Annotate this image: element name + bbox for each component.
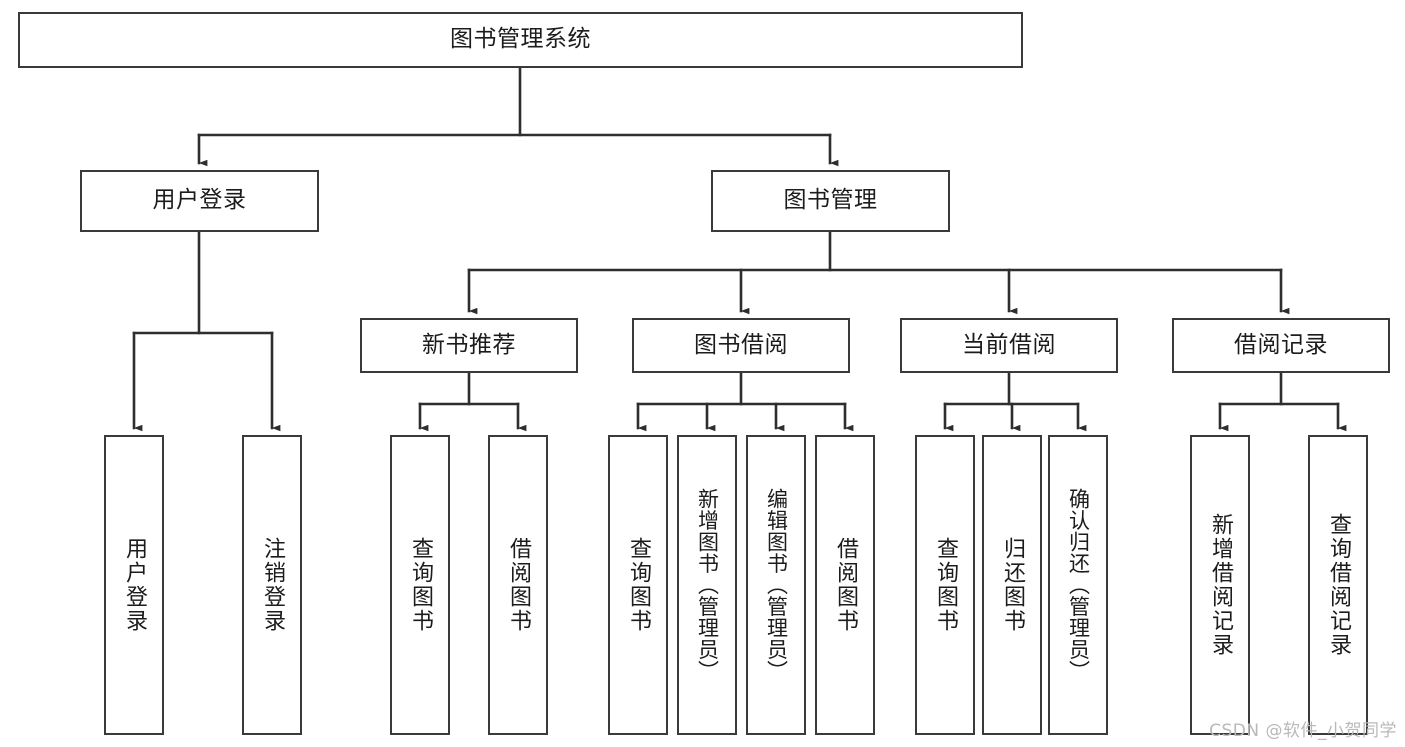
- node-label: 确认归还（管理员）: [1066, 488, 1091, 682]
- leaf-current-confirm-return-admin[interactable]: 确认归还（管理员）: [1048, 435, 1108, 735]
- node-label: 编辑图书（管理员）: [764, 488, 789, 682]
- leaf-logout-login[interactable]: 注销登录: [242, 435, 302, 735]
- node-new-book-recommend[interactable]: 新书推荐: [360, 318, 578, 373]
- node-label: 新书推荐: [422, 331, 516, 358]
- node-label: 用户登录: [152, 187, 247, 214]
- node-label: 新增借阅记录: [1208, 513, 1233, 657]
- leaf-current-query-book[interactable]: 查询图书: [915, 435, 975, 735]
- node-label: 查询图书: [408, 537, 433, 633]
- node-label: 借阅图书: [833, 537, 858, 633]
- node-label: 图书管理: [783, 187, 878, 214]
- leaf-record-add-record[interactable]: 新增借阅记录: [1190, 435, 1250, 735]
- node-label: 查询图书: [933, 537, 958, 633]
- node-label: 查询图书: [626, 537, 651, 633]
- leaf-borrow-add-book-admin[interactable]: 新增图书（管理员）: [677, 435, 737, 735]
- node-label: 借阅图书: [506, 537, 531, 633]
- node-current-borrow[interactable]: 当前借阅: [900, 318, 1118, 373]
- node-label: 查询借阅记录: [1326, 513, 1351, 657]
- csdn-watermark: CSDN @软件_小贺同学: [1209, 721, 1397, 741]
- node-label: 注销登录: [260, 537, 285, 633]
- node-label: 新增图书（管理员）: [695, 488, 720, 682]
- leaf-borrow-query-book[interactable]: 查询图书: [608, 435, 668, 735]
- node-label: 用户登录: [122, 537, 147, 633]
- leaf-newbook-borrow-book[interactable]: 借阅图书: [488, 435, 548, 735]
- node-user-login[interactable]: 用户登录: [80, 170, 319, 232]
- node-label: 图书管理系统: [450, 26, 591, 53]
- leaf-user-login[interactable]: 用户登录: [104, 435, 164, 735]
- node-borrow-record[interactable]: 借阅记录: [1172, 318, 1390, 373]
- node-label: 借阅记录: [1234, 331, 1328, 358]
- node-label: 归还图书: [1000, 537, 1025, 633]
- node-book-management[interactable]: 图书管理: [711, 170, 950, 232]
- node-label: 图书借阅: [694, 331, 788, 358]
- node-root-system[interactable]: 图书管理系统: [18, 12, 1023, 68]
- node-book-borrow[interactable]: 图书借阅: [632, 318, 850, 373]
- node-label: 当前借阅: [962, 331, 1056, 358]
- leaf-borrow-edit-book-admin[interactable]: 编辑图书（管理员）: [746, 435, 806, 735]
- leaf-borrow-borrow-book[interactable]: 借阅图书: [815, 435, 875, 735]
- leaf-newbook-query-book[interactable]: 查询图书: [390, 435, 450, 735]
- leaf-current-return-book[interactable]: 归还图书: [982, 435, 1042, 735]
- leaf-record-query-record[interactable]: 查询借阅记录: [1308, 435, 1368, 735]
